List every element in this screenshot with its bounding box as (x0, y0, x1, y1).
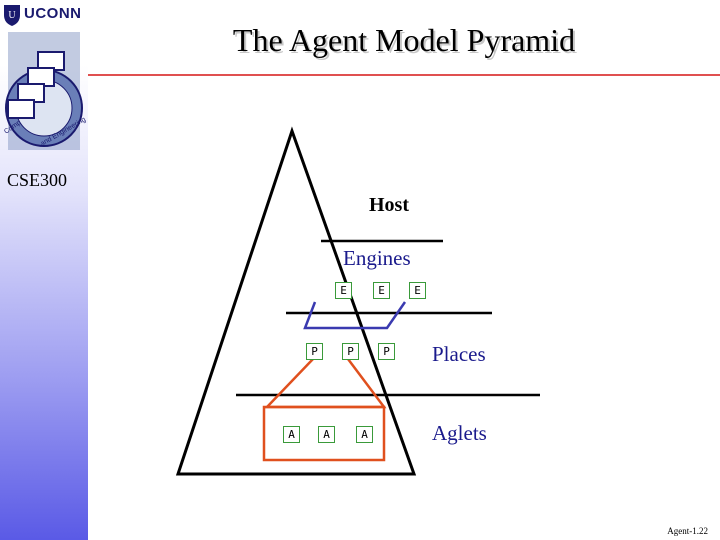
engine-box: E (409, 282, 426, 299)
svg-text:U: U (8, 10, 16, 21)
aglet-group-frame (262, 405, 386, 462)
pyramid-outline (175, 126, 417, 476)
places-label: Places (432, 342, 486, 366)
course-code: CSE300 (7, 170, 68, 190)
title-divider (88, 74, 720, 76)
computer-windows-icon (7, 51, 65, 119)
crest-icon: U (4, 5, 20, 26)
engines-label: Engines (343, 246, 411, 270)
aglet-box: A (318, 426, 335, 443)
agent-pyramid-diagram: Host Engines Places Aglets E E E P P P A… (88, 76, 720, 516)
engine-box: E (373, 282, 390, 299)
place-box: P (306, 343, 323, 360)
department-seal: Comp and Engineering (3, 32, 86, 150)
place-box: P (378, 343, 395, 360)
host-label: Host (369, 194, 409, 216)
engine-box: E (335, 282, 352, 299)
sidebar: U UCONN Comp and Engineering CSE300 (0, 0, 88, 540)
pyramid-svg (175, 126, 540, 476)
slide-title: The Agent Model Pyramid (232, 22, 576, 58)
place-box: P (342, 343, 359, 360)
brand-name: UCONN (24, 5, 82, 22)
place-group-connector (264, 358, 387, 409)
uconn-logo: U UCONN (2, 2, 86, 30)
slide-number: Agent-1.22 (667, 526, 708, 536)
engine-group-connector (303, 301, 407, 330)
aglet-box: A (356, 426, 373, 443)
aglets-label: Aglets (432, 421, 487, 445)
aglet-box: A (283, 426, 300, 443)
